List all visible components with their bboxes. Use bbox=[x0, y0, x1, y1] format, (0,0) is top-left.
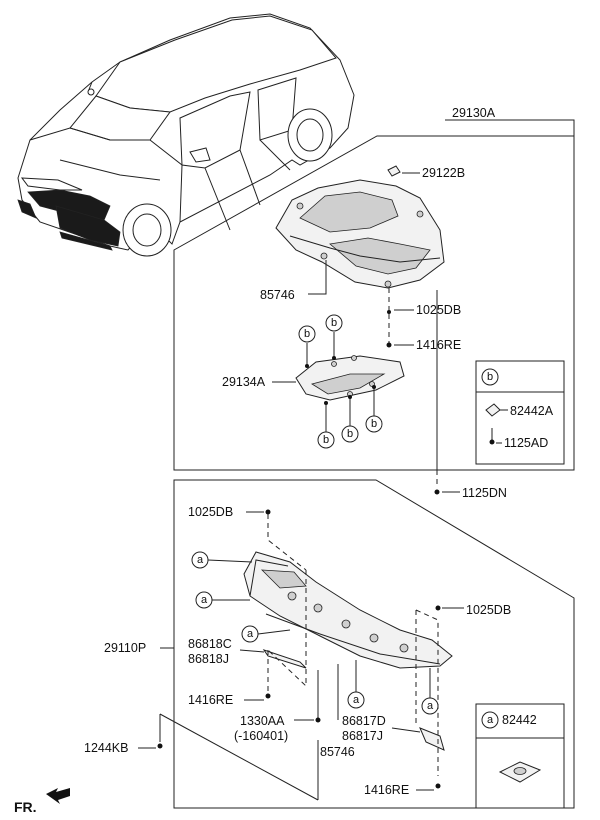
label-1244KB: 1244KB bbox=[84, 741, 128, 755]
label-86818C: 86818C bbox=[188, 637, 232, 651]
label-86817J: 86817J bbox=[342, 729, 383, 743]
label-29122B: 29122B bbox=[422, 166, 465, 180]
label-1416RE-top: 1416RE bbox=[416, 338, 461, 352]
label-85746-bottom: 85746 bbox=[320, 745, 355, 759]
legend-a-marker: a bbox=[487, 714, 494, 726]
legend-b-box: b 82442A 1125AD bbox=[475, 360, 565, 465]
marker-b-2: b bbox=[331, 317, 337, 329]
marker-b-3: b bbox=[323, 434, 329, 446]
label-85746-top: 85746 bbox=[260, 288, 295, 302]
fr-label: FR. bbox=[14, 799, 37, 815]
label-1125DN: 1125DN bbox=[462, 486, 507, 500]
label-29130A: 29130A bbox=[452, 106, 496, 120]
lower-frame bbox=[173, 479, 575, 809]
label-1416RE-left: 1416RE bbox=[188, 693, 233, 707]
marker-a-1: a bbox=[197, 554, 204, 566]
label-29110P: 29110P bbox=[104, 641, 146, 655]
marker-a-5: a bbox=[427, 700, 434, 712]
marker-b-1: b bbox=[304, 328, 310, 340]
label-1330AA-note: (-160401) bbox=[234, 729, 288, 743]
front-arrow-icon bbox=[46, 788, 70, 804]
label-86818J: 86818J bbox=[188, 652, 229, 666]
marker-b-5: b bbox=[371, 418, 377, 430]
main-under-cover bbox=[243, 551, 453, 751]
label-1330AA: 1330AA bbox=[240, 714, 285, 728]
legend-b-item-0: 82442A bbox=[510, 404, 554, 418]
label-1025DB-left: 1025DB bbox=[188, 505, 233, 519]
front-direction-indicator: FR. bbox=[14, 788, 70, 815]
legend-b-item-1: 1125AD bbox=[504, 436, 548, 450]
upper-frame bbox=[173, 119, 575, 471]
marker-a-4: a bbox=[353, 694, 360, 706]
small-under-cover bbox=[295, 355, 405, 401]
label-1025DB-right: 1025DB bbox=[466, 603, 511, 617]
label-29134A: 29134A bbox=[222, 375, 266, 389]
legend-a-item: 82442 bbox=[502, 713, 537, 727]
upper-under-cover bbox=[275, 165, 445, 289]
label-86817D: 86817D bbox=[342, 714, 386, 728]
label-1416RE-bottom: 1416RE bbox=[364, 783, 409, 797]
legend-b-marker: b bbox=[487, 371, 493, 383]
marker-a-3: a bbox=[247, 628, 254, 640]
car-illustration bbox=[17, 13, 355, 257]
legend-a-box: a 82442 bbox=[475, 703, 565, 809]
marker-b-4: b bbox=[347, 428, 353, 440]
label-1025DB-top: 1025DB bbox=[416, 303, 461, 317]
marker-a-2: a bbox=[201, 594, 208, 606]
